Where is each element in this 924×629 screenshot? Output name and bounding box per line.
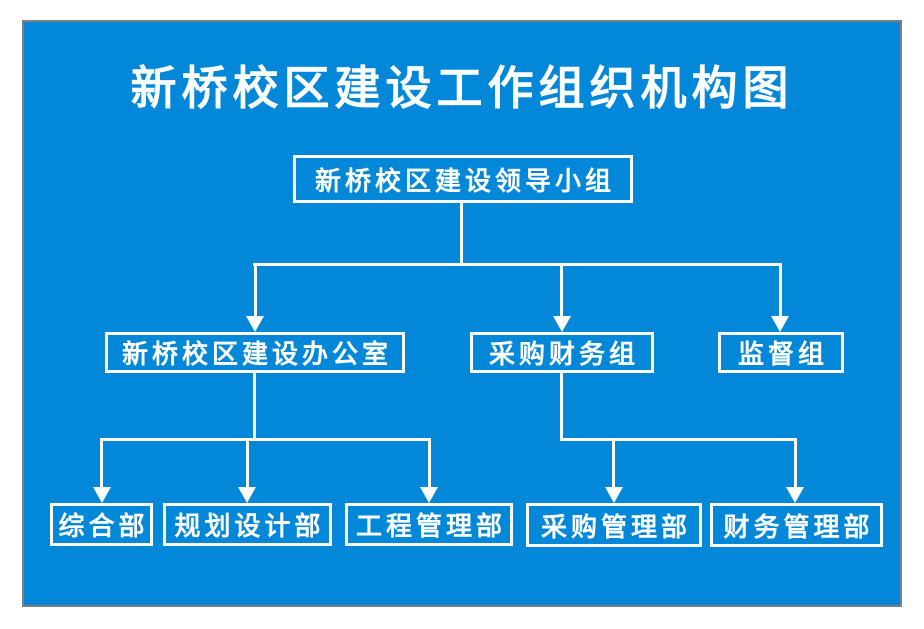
node-planning-design-department: 规划设计部 [163,503,332,546]
node-procurement-management-department: 采购管理部 [526,503,702,547]
connector-level2-rail-line [253,263,782,266]
chart-title: 新桥校区建设工作组织机构图 [130,62,794,114]
arrow-down-procfin-icon [553,316,571,332]
blue-board [22,20,902,607]
arrow-down-procmgmt-icon [605,487,623,503]
connector-supervision-stem-line [779,263,782,320]
arrow-down-supervision-icon [771,316,789,332]
node-construction-office: 新桥校区建设办公室 [105,332,405,373]
connector-procmgmt-stem-line [612,438,615,491]
node-leadership-group: 新桥校区建设领导小组 [293,155,633,203]
connector-office-drop-line [253,372,256,438]
connector-office-stem-line [254,263,257,320]
connector-procfin-drop-line [560,373,563,438]
connector-root-drop-line [460,202,463,263]
node-supervision-group: 监督组 [718,332,844,373]
node-engineering-management-department: 工程管理部 [345,503,513,546]
connector-general-stem-line [100,438,103,491]
connector-finmgmt-stem-line [794,438,797,491]
connector-engineering-stem-line [428,438,431,491]
connector-planning-stem-line [246,438,249,491]
arrow-down-engineering-icon [420,487,438,503]
connector-procfin-rail-line [560,438,797,441]
connector-office-rail-line [100,438,431,441]
node-general-department: 综合部 [50,503,153,546]
arrow-down-finmgmt-icon [786,487,804,503]
arrow-down-planning-icon [238,487,256,503]
node-finance-management-department: 财务管理部 [710,503,883,547]
arrow-down-general-icon [93,487,111,503]
node-procurement-finance-group: 采购财务组 [470,332,654,373]
arrow-down-office-icon [246,316,264,332]
connector-procfin-stem-line [560,263,563,320]
